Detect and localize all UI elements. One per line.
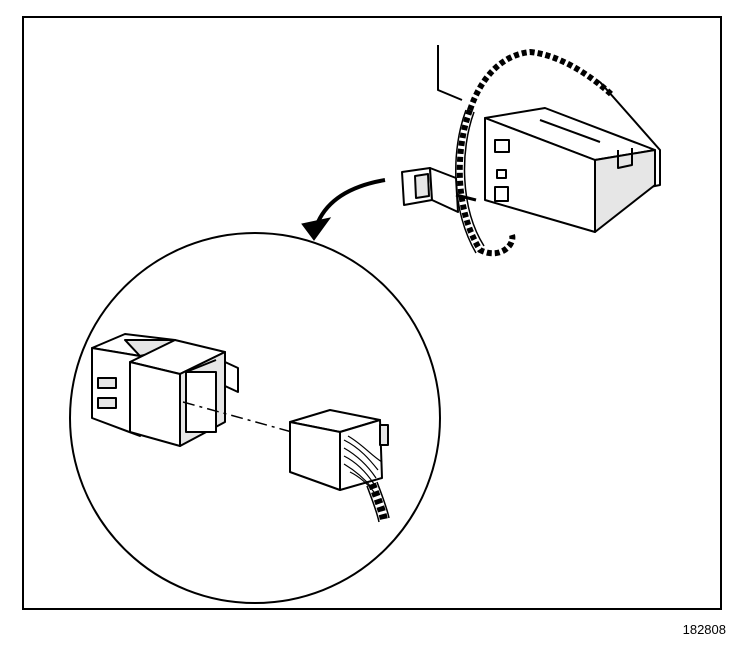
wire-bundle (343, 435, 383, 493)
detail-circle (69, 232, 441, 604)
connector-housing-left (91, 333, 239, 447)
alignment-line (182, 401, 293, 433)
control-module (484, 107, 656, 233)
figure-number: 182808 (682, 622, 726, 637)
harness-connector-small (401, 167, 477, 213)
callout-arrow (301, 178, 386, 241)
mounting-panel (437, 45, 463, 101)
illustration-frame (22, 16, 722, 610)
connector-plug-right (289, 409, 390, 523)
module-assembly (401, 45, 661, 257)
harness-tail (368, 482, 388, 521)
wiring-harness (456, 108, 516, 257)
